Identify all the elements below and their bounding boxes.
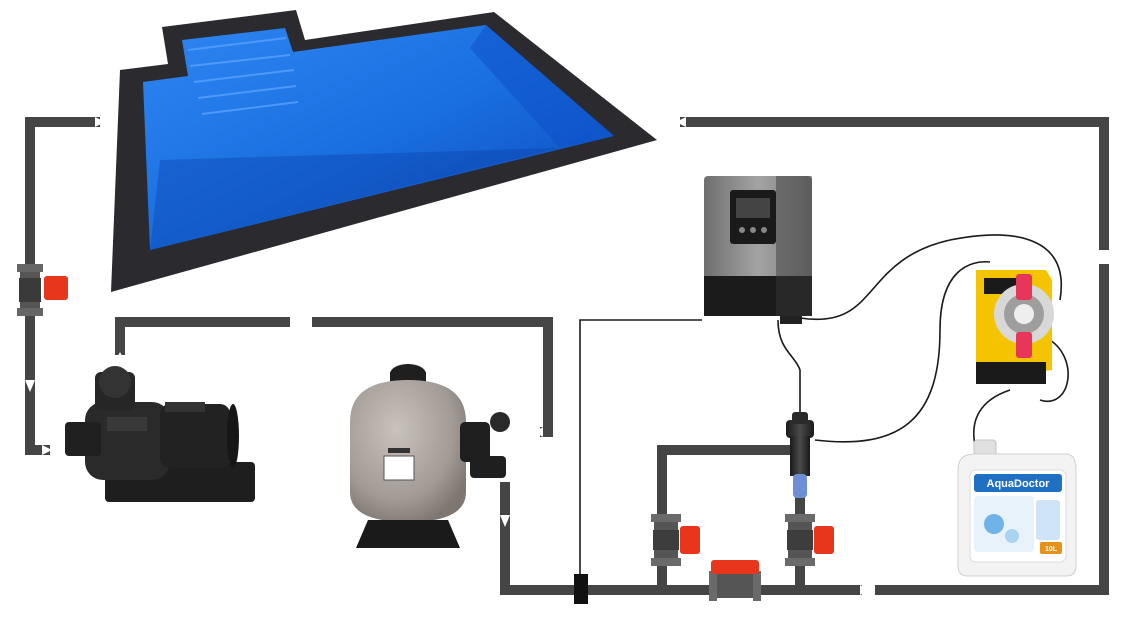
pipe-pump-to-filter bbox=[115, 317, 290, 355]
flow-arrow bbox=[290, 317, 300, 327]
circulation-pump-icon bbox=[65, 366, 255, 502]
flow-arrows bbox=[25, 117, 1109, 595]
canister-volume-label: 10L bbox=[1045, 546, 1058, 553]
sand-filter-icon bbox=[350, 364, 510, 548]
ball-valve-icon bbox=[709, 560, 761, 601]
flow-arrow bbox=[42, 445, 52, 455]
wire-dosing-to-canister bbox=[973, 389, 1011, 446]
flow-arrow bbox=[1099, 252, 1109, 262]
wire-controller-to-dosing bbox=[799, 234, 1063, 321]
ball-valve-icon bbox=[785, 514, 834, 566]
flow-arrow bbox=[535, 427, 543, 437]
wire-controller-to-cell bbox=[777, 319, 801, 420]
pool-steps bbox=[187, 37, 299, 115]
pool-floor-shade bbox=[150, 148, 560, 250]
ball-valve-icon bbox=[651, 514, 700, 566]
chlorinator-control-unit-icon bbox=[704, 176, 812, 324]
wire-cell-to-dosing bbox=[814, 260, 991, 443]
pool-water bbox=[143, 25, 614, 250]
control-wiring bbox=[579, 234, 1069, 578]
ball-valve-icon bbox=[17, 264, 68, 316]
wire-dosing-loop bbox=[1039, 339, 1069, 403]
dosing-pump-icon bbox=[976, 270, 1054, 384]
electrolysis-cell-icon bbox=[786, 412, 814, 498]
swimming-pool-icon bbox=[111, 10, 657, 292]
chemical-canister-icon: AquaDoctor 10L bbox=[957, 439, 1077, 577]
flow-arrow bbox=[500, 515, 510, 527]
flow-arrow bbox=[676, 117, 686, 127]
pool-inner-wall bbox=[470, 25, 614, 148]
flow-arrow bbox=[95, 117, 105, 127]
pipe-return-to-pool bbox=[875, 264, 1109, 595]
flow-arrow bbox=[25, 380, 35, 392]
flow-arrow bbox=[115, 352, 125, 362]
pipe-filter-inlet bbox=[312, 317, 553, 437]
canister-brand-label: AquaDoctor bbox=[987, 478, 1051, 490]
wire-controller-to-sensor bbox=[579, 319, 702, 578]
flow-arrow bbox=[860, 585, 870, 595]
sensor-clamp bbox=[574, 574, 588, 604]
pipe-return-top bbox=[680, 117, 1109, 250]
